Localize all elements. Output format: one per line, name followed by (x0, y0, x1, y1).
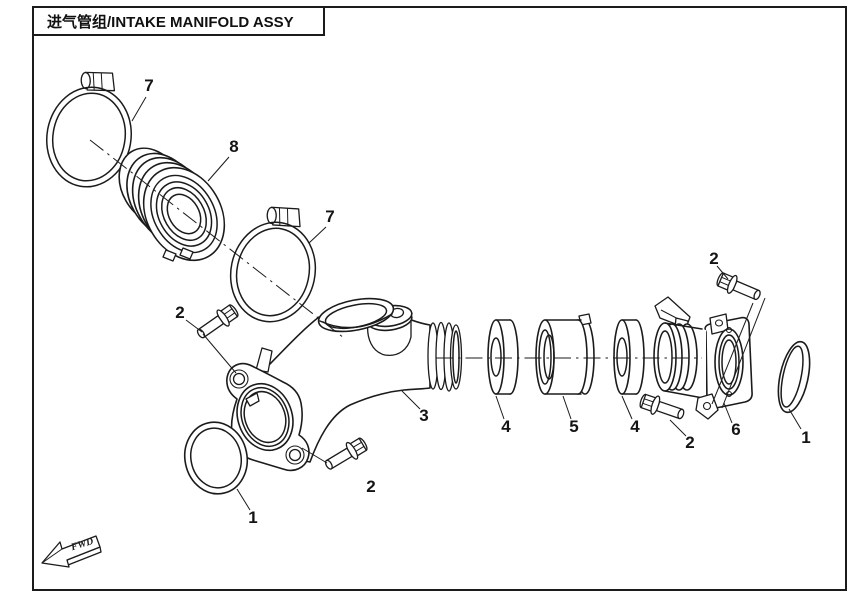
title-box-frame (32, 6, 325, 36)
construction-lines (202, 297, 766, 464)
callout-4-ring-front: 4 (501, 417, 511, 436)
callout-8-sleeve: 8 (229, 137, 238, 156)
callout-1-o-ring-right: 1 (801, 428, 810, 447)
o-ring-right (777, 340, 811, 414)
callout-2-bolt-bottom-center: 2 (366, 477, 375, 496)
intake-manifold-pipe (226, 297, 463, 472)
diagram-border (32, 6, 847, 591)
callout-2-bolt-bottom-right: 2 (685, 433, 694, 452)
fwd-arrow: FWD (41, 535, 102, 568)
axis-lines (89, 139, 702, 359)
o-ring-left (183, 421, 249, 495)
callout-4-ring-rear: 4 (630, 417, 640, 436)
callout-3-manifold: 3 (419, 406, 428, 425)
leader-lines (131, 96, 802, 511)
callout-5-spacer: 5 (569, 417, 578, 436)
title-box: 进气管组/INTAKE MANIFOLD ASSY (32, 6, 325, 36)
callouts: 7 8 7 2 2 3 4 5 4 2 6 1 1 2 (144, 76, 810, 527)
throttle-body-adapter (653, 296, 753, 420)
seal-ring-rear (613, 319, 645, 395)
corrugated-intake-sleeve (118, 147, 226, 262)
fwd-arrow-body (41, 535, 101, 568)
callout-7-clamp-lower: 7 (325, 207, 334, 226)
callout-1-o-ring-left: 1 (248, 508, 257, 527)
spacer-sleeve (535, 313, 595, 395)
callout-7-clamp-upper: 7 (144, 76, 153, 95)
callout-2-bolt-top-right: 2 (709, 249, 718, 268)
seal-ring-front (487, 319, 519, 395)
page-title: 进气管组/INTAKE MANIFOLD ASSY (47, 13, 294, 31)
callout-2-bolt-left: 2 (175, 303, 184, 322)
callout-6-adapter: 6 (731, 420, 740, 439)
